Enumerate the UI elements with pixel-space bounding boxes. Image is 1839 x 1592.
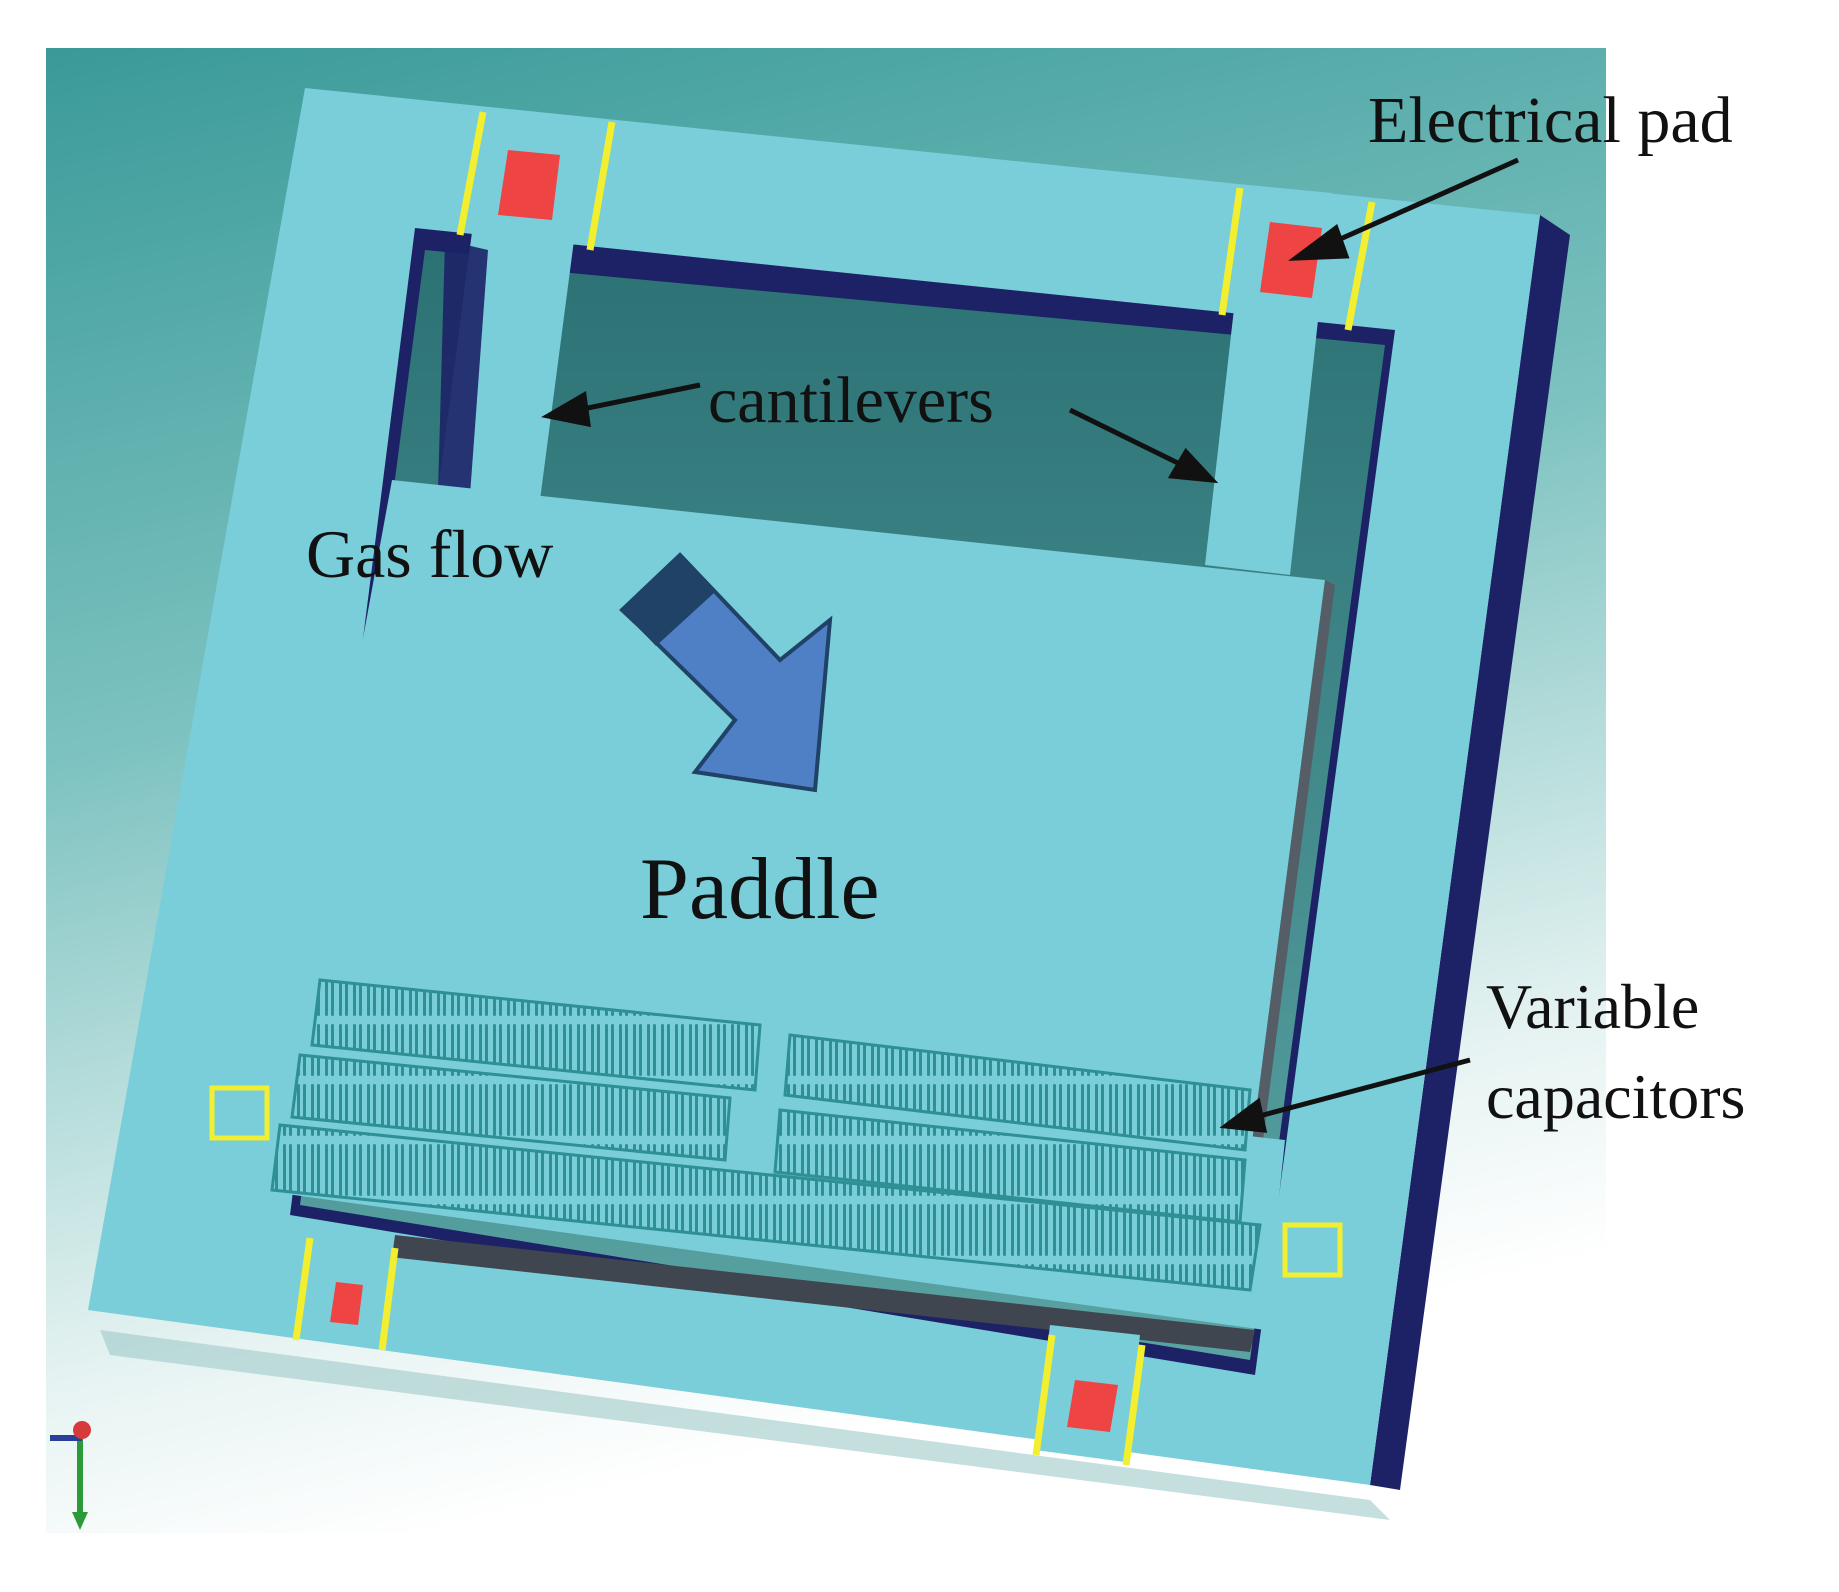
- electrical-pad-label: Electrical pad: [1368, 84, 1733, 157]
- right-tab: [1282, 1222, 1343, 1278]
- capacitor-lower-shadow: [390, 1235, 1255, 1352]
- cantilevers-label: cantilevers: [708, 364, 994, 437]
- frame-edge-right: [1370, 215, 1570, 1490]
- gas-flow-arrow-icon: [619, 552, 833, 793]
- paddle-label: Paddle: [640, 841, 880, 938]
- variable-capacitors-label-line2: capacitors: [1486, 1061, 1746, 1132]
- annotation-arrows: [541, 157, 1520, 1133]
- variable-capacitor-combs: [270, 978, 1262, 1292]
- gas-flow-label: Gas flow: [306, 516, 554, 592]
- left-cantilever-edge: [438, 240, 488, 495]
- electrical-traces: [292, 111, 1376, 1466]
- paddle-edge: [1240, 580, 1335, 1240]
- chip-shadow: [100, 1330, 1390, 1520]
- top-beam-edge: [560, 250, 1235, 335]
- left-tab: [209, 1085, 270, 1141]
- axis-triad-icon: [50, 1421, 91, 1530]
- variable-capacitors-label-line1: Variable: [1486, 971, 1700, 1042]
